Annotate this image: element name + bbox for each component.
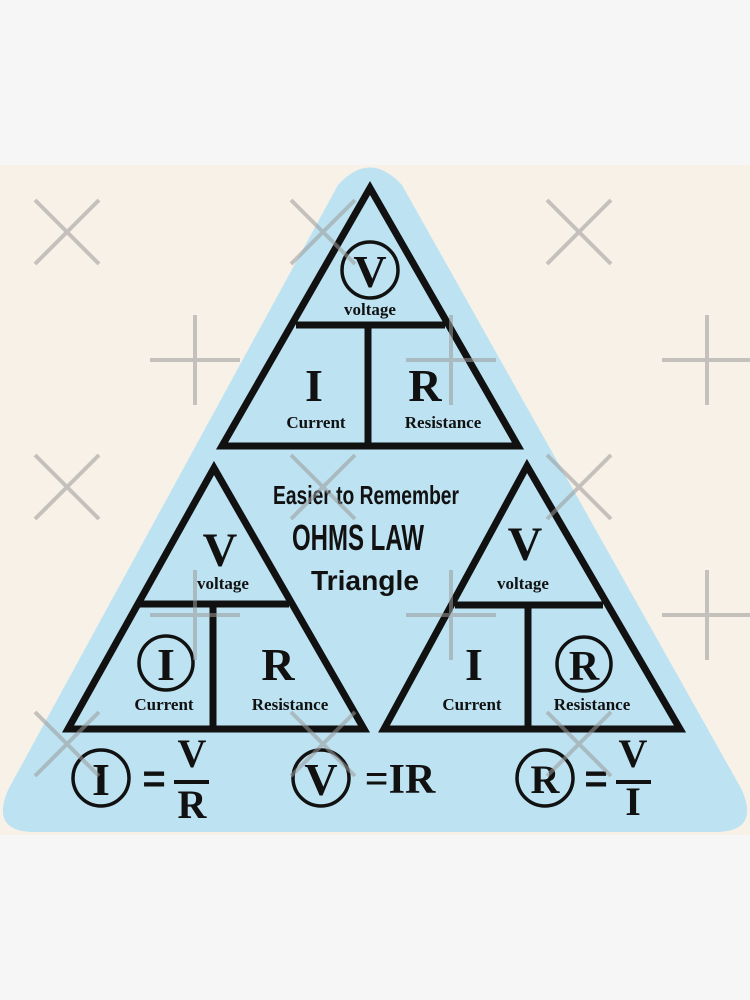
formula-lhs: R [531,757,561,802]
title-line-1: Easier to Remember [273,480,459,510]
resistance-label: Resistance [405,413,482,432]
voltage-label: voltage [497,574,549,593]
denominator: R [178,782,208,827]
formula-rhs: =IR [365,757,436,803]
circle-highlight [555,635,613,693]
title-block: Easier to Remember OHMS LAW Triangle [273,480,459,596]
voltage-label: voltage [344,300,396,319]
voltage-symbol: V [203,524,238,577]
formula-lhs: I [92,754,110,805]
current-symbol: I [157,639,175,690]
top-triangle: V voltage I Current R Resistance [215,180,525,450]
current-label: Current [134,695,194,714]
voltage-label: voltage [197,574,249,593]
resistance-label: Resistance [252,695,329,714]
current-label: Current [442,695,502,714]
resistance-symbol: R [408,360,442,411]
circle-highlight [137,634,195,692]
resistance-symbol: R [569,644,600,690]
sticker-background [2,167,748,832]
numerator: V [178,731,207,776]
formula-resistance: R = V I [515,731,651,824]
resistance-label: Resistance [554,695,631,714]
circle-highlight [340,240,400,300]
current-symbol: I [305,360,323,411]
formula-voltage: V =IR [291,748,436,808]
left-triangle: V voltage I Current R Resistance [62,460,371,733]
title-line-3: Triangle [311,565,419,596]
current-label: Current [286,413,346,432]
current-symbol: I [465,639,483,690]
formula-lhs: V [304,754,337,805]
watermark-pattern [33,198,750,778]
title-line-2: OHMS LAW [292,517,424,558]
right-triangle: V voltage I Current R Resistance [378,458,687,733]
numerator: V [619,731,648,776]
resistance-symbol: R [261,639,295,690]
denominator: I [625,779,641,824]
equals-sign: = [142,757,165,801]
voltage-symbol: V [508,518,543,571]
voltage-symbol: V [353,246,386,297]
formula-current: I = V R [71,731,209,827]
